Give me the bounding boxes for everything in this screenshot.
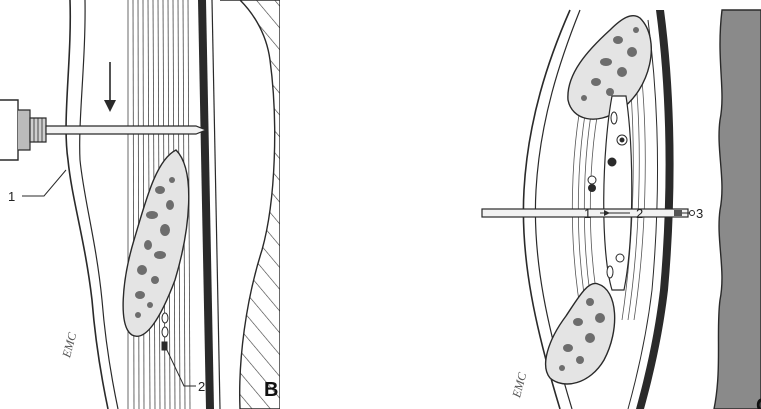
leader-2-b	[166, 348, 196, 386]
leader-1-b	[22, 170, 66, 196]
label-2-c: 2	[636, 206, 643, 221]
panel-c: 1 2 3 EMC	[482, 10, 761, 409]
vessels-b	[162, 313, 168, 350]
skin-inner-b	[80, 0, 118, 409]
watermark-b: EMC	[59, 330, 80, 360]
tissue-mass-c	[714, 10, 761, 409]
label-1-b: 1	[8, 189, 15, 204]
panel-letter-b: B	[264, 379, 278, 401]
label-1-c: 1	[584, 206, 591, 221]
bone-upper-c	[568, 16, 651, 120]
label-2-b: 2	[198, 379, 205, 394]
panel-b: 1 2 EMC	[0, 0, 280, 409]
bone-lower-c	[546, 283, 615, 384]
wall-thin-line-b	[212, 0, 220, 409]
arrow-down-icon	[104, 62, 116, 112]
label-3-c: 3	[696, 206, 703, 221]
watermark-c: EMC	[509, 370, 530, 400]
wall-dark-band-b	[198, 0, 214, 409]
hatched-cavity-b	[220, 0, 280, 409]
bone-b	[123, 150, 189, 336]
panel-letter-c: C	[756, 395, 761, 409]
